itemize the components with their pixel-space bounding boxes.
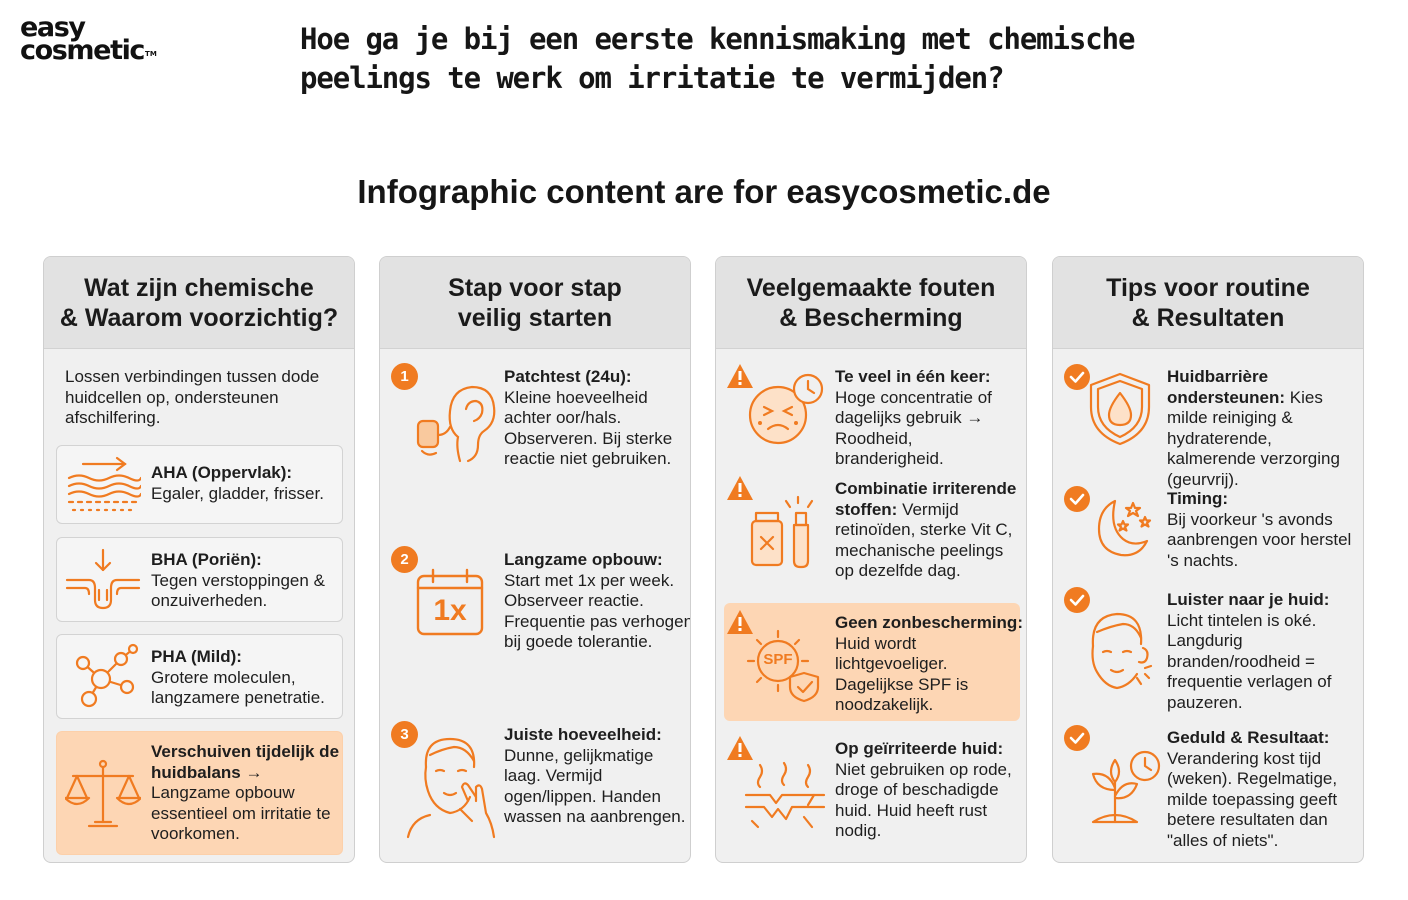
calendar-icon: 1x [415, 568, 485, 638]
tip-barrier-text: Huidbarrière ondersteunen: Kies milde re… [1167, 367, 1340, 489]
balance-scale-icon [65, 759, 141, 828]
panel-header: Veelgemaakte fouten & Bescherming [716, 257, 1026, 349]
check-icon [1064, 486, 1090, 512]
check-icon [1064, 364, 1090, 390]
mistake-sun-text: Geen zonbescherming:Huid wordt lichtgevo… [835, 613, 1023, 714]
card-balance-text: Verschuiven tijdelijk de huidbalans →Lan… [151, 742, 340, 843]
step-amount-text: Juiste hoeveelheid:Dunne, gelijkmatige l… [504, 725, 686, 826]
mistake-too-much: Te veel in één keer:Hoge concentratie of… [716, 363, 1026, 468]
plant-clock-icon [1091, 750, 1161, 824]
check-icon [1064, 725, 1090, 751]
face-apply-icon [406, 737, 496, 839]
warning-icon [727, 736, 753, 760]
sun-spf-shield-icon: SPF [742, 625, 824, 703]
warning-icon [727, 610, 753, 634]
card-pha: PHA (Mild):Grotere moleculen, langzamere… [56, 634, 343, 719]
warning-icon [727, 364, 753, 388]
step-right-amount: 3 Juiste hoeveelheid:Dunne, gelijkmatige… [380, 721, 690, 861]
moon-stars-icon [1097, 499, 1152, 557]
mistake-combination: Combinatie irriterende stoffen: Vermijd … [716, 475, 1026, 595]
panel-common-mistakes: Veelgemaakte fouten & Bescherming Te vee… [715, 256, 1027, 863]
step-patchtest-text: Patchtest (24u):Kleine hoeveelheid achte… [504, 367, 673, 468]
panel-step-by-step: Stap voor stap veilig starten 1 Patchtes… [379, 256, 691, 863]
panel-intro-text: Lossen verbindingen tussen dode huidcell… [65, 367, 320, 427]
panel-what-are-peelings: Wat zijn chemische & Waarom voorzichtig?… [43, 256, 355, 863]
panel-header: Stap voor stap veilig starten [380, 257, 690, 349]
cracked-skin-icon [744, 761, 826, 829]
panel-title: Tips voor routine & Resultaten [1106, 273, 1310, 332]
step-patchtest: 1 Patchtest (24u):Kleine hoeveelheid ach… [380, 363, 690, 503]
page-subtitle: Infographic content are for easycosmetic… [357, 173, 1051, 210]
tip-listen-text: Luister naar je huid:Licht tintelen is o… [1167, 590, 1332, 712]
warning-icon [727, 476, 753, 500]
face-listen-icon [1091, 612, 1153, 690]
mistake-irritated-text: Op geïrriteerde huid:Niet gebruiken op r… [835, 739, 1012, 840]
step-number-badge: 2 [391, 546, 418, 573]
step-slow-buildup: 2 1x Langzame opbouw:Start met 1x per we… [380, 546, 691, 706]
mistake-combination-text: Combinatie irriterende stoffen: Vermijd … [835, 479, 1017, 580]
card-pha-text: PHA (Mild):Grotere moleculen, langzamere… [151, 647, 325, 707]
pore-icon [65, 548, 141, 610]
tip-timing-text: Timing:Bij voorkeur 's avonds aanbrengen… [1167, 489, 1352, 570]
tip-skin-barrier: Huidbarrière ondersteunen: Kies milde re… [1053, 363, 1363, 489]
panel-header: Wat zijn chemische & Waarom voorzichtig? [44, 257, 354, 349]
panel-header: Tips voor routine & Resultaten [1053, 257, 1363, 349]
shield-drop-icon [1089, 372, 1151, 446]
step-number-badge: 1 [391, 363, 418, 390]
panel-title: Stap voor stap veilig starten [448, 273, 622, 332]
tip-patience: Geduld & Resultaat:Verandering kost tijd… [1053, 724, 1363, 856]
brand-logo: easy cosmeticTM [20, 12, 190, 72]
molecule-icon [75, 643, 139, 708]
panel-title: Veelgemaakte fouten & Bescherming [746, 273, 996, 332]
check-icon [1064, 587, 1090, 613]
card-aha: AHA (Oppervlak):Egaler, gladder, frisser… [56, 445, 343, 524]
logo-word-easy: easy [20, 12, 86, 43]
tip-patience-text: Geduld & Resultaat:Verandering kost tijd… [1167, 728, 1338, 850]
spf-label: SPF [763, 651, 793, 668]
card-balance-warning: Verschuiven tijdelijk de huidbalans →Lan… [56, 731, 343, 855]
panel-title: Wat zijn chemische & Waarom voorzichtig? [59, 273, 339, 332]
logo-trademark: TM [145, 50, 157, 58]
card-aha-text: AHA (Oppervlak):Egaler, gladder, frisser… [151, 463, 324, 503]
page-question: Hoe ga je bij een eerste kennismaking me… [300, 20, 1200, 98]
panel-routine-tips: Tips voor routine & Resultaten Huidbarri… [1052, 256, 1364, 863]
step-buildup-text: Langzame opbouw:Start met 1x per week. O… [504, 550, 691, 651]
step-number-badge: 3 [391, 721, 418, 748]
tip-listen-to-skin: Luister naar je huid:Licht tintelen is o… [1053, 586, 1363, 718]
question-line-2: peelings te werk om irritatie te vermijd… [300, 61, 1005, 95]
skin-layers-icon [67, 456, 141, 512]
mistake-too-much-text: Te veel in één keer:Hoge concentratie of… [835, 367, 992, 468]
logo-word-cosmetic: cosmeticTM [20, 35, 157, 66]
tip-timing: Timing:Bij voorkeur 's avonds aanbrengen… [1053, 485, 1363, 581]
calendar-frequency-label: 1x [433, 594, 467, 627]
ear-patch-icon [416, 385, 496, 463]
product-bottles-icon [750, 495, 814, 569]
mistake-irritated-skin: Op geïrriteerde huid:Niet gebruiken op r… [716, 735, 1026, 855]
irritated-face-clock-icon [748, 373, 824, 445]
card-bha-text: BHA (Poriën):Tegen verstoppingen & onzui… [151, 550, 325, 610]
mistake-no-sun-protection: SPF Geen zonbescherming:Huid wordt licht… [724, 603, 1023, 721]
card-bha: BHA (Poriën):Tegen verstoppingen & onzui… [56, 537, 343, 622]
question-line-1: Hoe ga je bij een eerste kennismaking me… [300, 22, 1135, 56]
